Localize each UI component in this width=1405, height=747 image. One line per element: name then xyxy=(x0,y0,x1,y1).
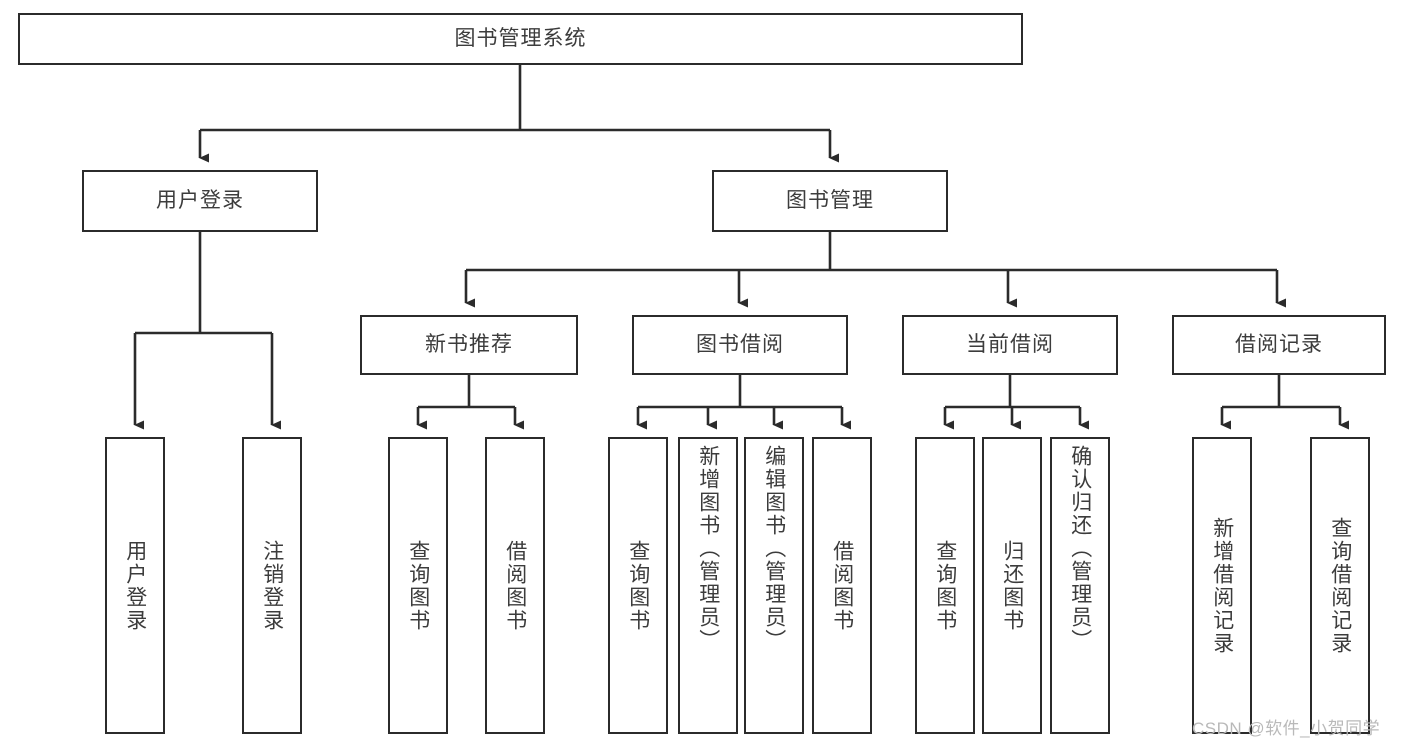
node-book-borrow[interactable]: 图书借阅 xyxy=(632,315,848,375)
leaf-add-book[interactable]: 新增图书（管理员） xyxy=(678,437,738,734)
node-root[interactable]: 图书管理系统 xyxy=(18,13,1023,65)
leaf-add-record[interactable]: 新增借阅记录 xyxy=(1192,437,1252,734)
leaf-query-book-1-label: 查询图书 xyxy=(406,539,430,632)
node-current-borrow-label: 当前借阅 xyxy=(966,333,1054,357)
leaf-borrow-book-2-label: 借阅图书 xyxy=(830,539,854,632)
leaf-logout-label: 注销登录 xyxy=(260,539,284,632)
leaf-borrow-book-2[interactable]: 借阅图书 xyxy=(812,437,872,734)
leaf-confirm-return[interactable]: 确认归还（管理员） xyxy=(1050,437,1110,734)
node-book-borrow-label: 图书借阅 xyxy=(696,333,784,357)
node-borrow-record[interactable]: 借阅记录 xyxy=(1172,315,1386,375)
leaf-query-book-1[interactable]: 查询图书 xyxy=(388,437,448,734)
node-borrow-record-label: 借阅记录 xyxy=(1235,333,1323,357)
leaf-confirm-return-label: 确认归还（管理员） xyxy=(1068,445,1092,652)
leaf-query-book-3[interactable]: 查询图书 xyxy=(915,437,975,734)
leaf-return-book-label: 归还图书 xyxy=(1000,539,1024,632)
node-book-manage-label: 图书管理 xyxy=(786,189,874,213)
leaf-query-book-2-label: 查询图书 xyxy=(626,539,650,632)
leaf-user-login[interactable]: 用户登录 xyxy=(105,437,165,734)
node-new-book-rec-label: 新书推荐 xyxy=(425,333,513,357)
node-root-label: 图书管理系统 xyxy=(454,27,587,51)
leaf-query-book-3-label: 查询图书 xyxy=(933,539,957,632)
leaf-query-record[interactable]: 查询借阅记录 xyxy=(1310,437,1370,734)
leaf-add-record-label: 新增借阅记录 xyxy=(1210,516,1234,655)
csdn-watermark: CSDN @软件_小贺同学 xyxy=(1192,719,1381,738)
node-book-manage[interactable]: 图书管理 xyxy=(712,170,948,232)
leaf-add-book-label: 新增图书（管理员） xyxy=(696,445,720,652)
leaf-borrow-book-1[interactable]: 借阅图书 xyxy=(485,437,545,734)
leaf-borrow-book-1-label: 借阅图书 xyxy=(503,539,527,632)
node-user-login[interactable]: 用户登录 xyxy=(82,170,318,232)
node-current-borrow[interactable]: 当前借阅 xyxy=(902,315,1118,375)
leaf-edit-book-label: 编辑图书（管理员） xyxy=(762,445,786,652)
leaf-logout[interactable]: 注销登录 xyxy=(242,437,302,734)
leaf-query-book-2[interactable]: 查询图书 xyxy=(608,437,668,734)
node-user-login-label: 用户登录 xyxy=(156,189,244,213)
leaf-edit-book[interactable]: 编辑图书（管理员） xyxy=(744,437,804,734)
leaf-query-record-label: 查询借阅记录 xyxy=(1328,516,1352,655)
node-new-book-rec[interactable]: 新书推荐 xyxy=(360,315,578,375)
leaf-return-book[interactable]: 归还图书 xyxy=(982,437,1042,734)
leaf-user-login-label: 用户登录 xyxy=(123,539,147,632)
